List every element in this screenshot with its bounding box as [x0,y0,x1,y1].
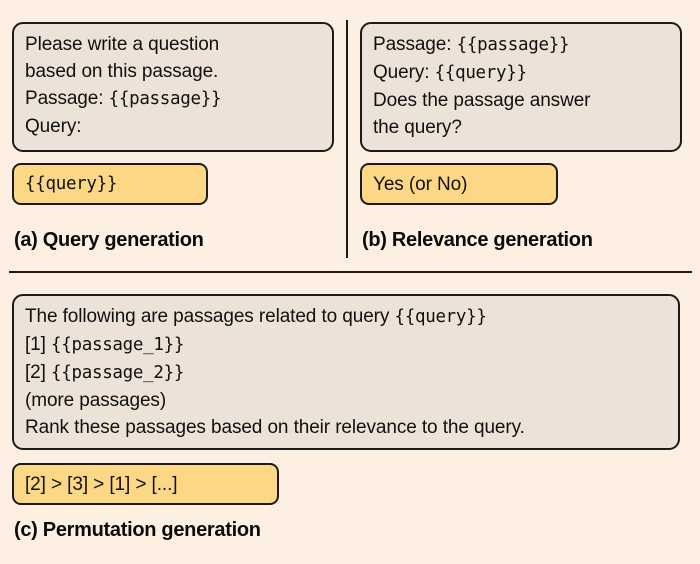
text-run: Query: [373,62,435,83]
text-run: Rank these passages based on their relev… [25,417,525,438]
text-run: Yes (or No) [373,173,468,195]
prompt-box-query-generation: Please write a question based on this pas… [12,22,334,152]
text-run: The following are passages related to qu… [25,306,395,327]
text-line: the query? [373,114,670,141]
text-line: {{query}} [25,170,117,198]
template-variable: {{passage}} [108,89,222,109]
text-run: the query? [373,117,462,138]
text-block: Please write a question based on this pas… [25,31,322,140]
text-block: Passage: {{passage}}Query: {{query}}Does… [373,31,670,141]
text-run: Does the passage answer [373,90,591,111]
prompt-box-permutation-generation: The following are passages related to qu… [12,294,680,450]
text-run: [1] [25,334,52,355]
output-box-relevance-generation: Yes (or No) [360,163,558,205]
text-line: Please write a question [25,31,322,58]
output-box-permutation-generation: [2] > [3] > [1] > [...] [12,463,279,505]
panel-caption-c: (c) Permutation generation [14,519,261,541]
text-run: (more passages) [25,390,167,411]
text-block: The following are passages related to qu… [25,303,668,441]
text-run: based on this passage. [25,61,219,82]
text-line: Rank these passages based on their relev… [25,414,668,441]
template-variable: {{passage_1}} [51,335,185,355]
text-line: Passage: {{passage}} [25,85,322,113]
text-line: Does the passage answer [373,87,670,114]
text-block: [2] > [3] > [1] > [...] [25,471,178,498]
text-line: (more passages) [25,387,668,414]
output-box-query-generation: {{query}} [12,163,208,205]
template-variable: {{passage_2}} [51,363,185,383]
text-line: [2] > [3] > [1] > [...] [25,471,178,498]
text-block: {{query}} [25,170,117,198]
text-run: Query: [25,116,82,137]
text-line: based on this passage. [25,58,322,85]
panel-caption-b: (b) Relevance generation [362,229,593,251]
text-block: Yes (or No) [373,171,467,198]
template-variable: {{query}} [434,63,527,83]
text-line: The following are passages related to qu… [25,303,668,331]
template-variable: {{passage}} [456,35,570,55]
template-variable: {{query}} [394,307,487,327]
text-run: Please write a question [25,34,220,55]
panel-caption-a: (a) Query generation [14,229,204,251]
text-line: [2] {{passage_2}} [25,359,668,387]
text-run: Passage: [373,34,457,55]
text-line: [1] {{passage_1}} [25,331,668,359]
text-line: Passage: {{passage}} [373,31,670,59]
vertical-divider [346,20,348,258]
horizontal-divider [9,271,692,273]
text-line: Query: {{query}} [373,59,670,87]
text-run: [2] [25,362,52,383]
template-variable: {{query}} [25,174,118,194]
text-run: Passage: [25,88,109,109]
text-run: [2] > [3] > [1] > [...] [25,473,178,495]
text-line: Yes (or No) [373,171,467,198]
prompt-box-relevance-generation: Passage: {{passage}}Query: {{query}}Does… [360,22,682,152]
text-line: Query: [25,113,322,140]
